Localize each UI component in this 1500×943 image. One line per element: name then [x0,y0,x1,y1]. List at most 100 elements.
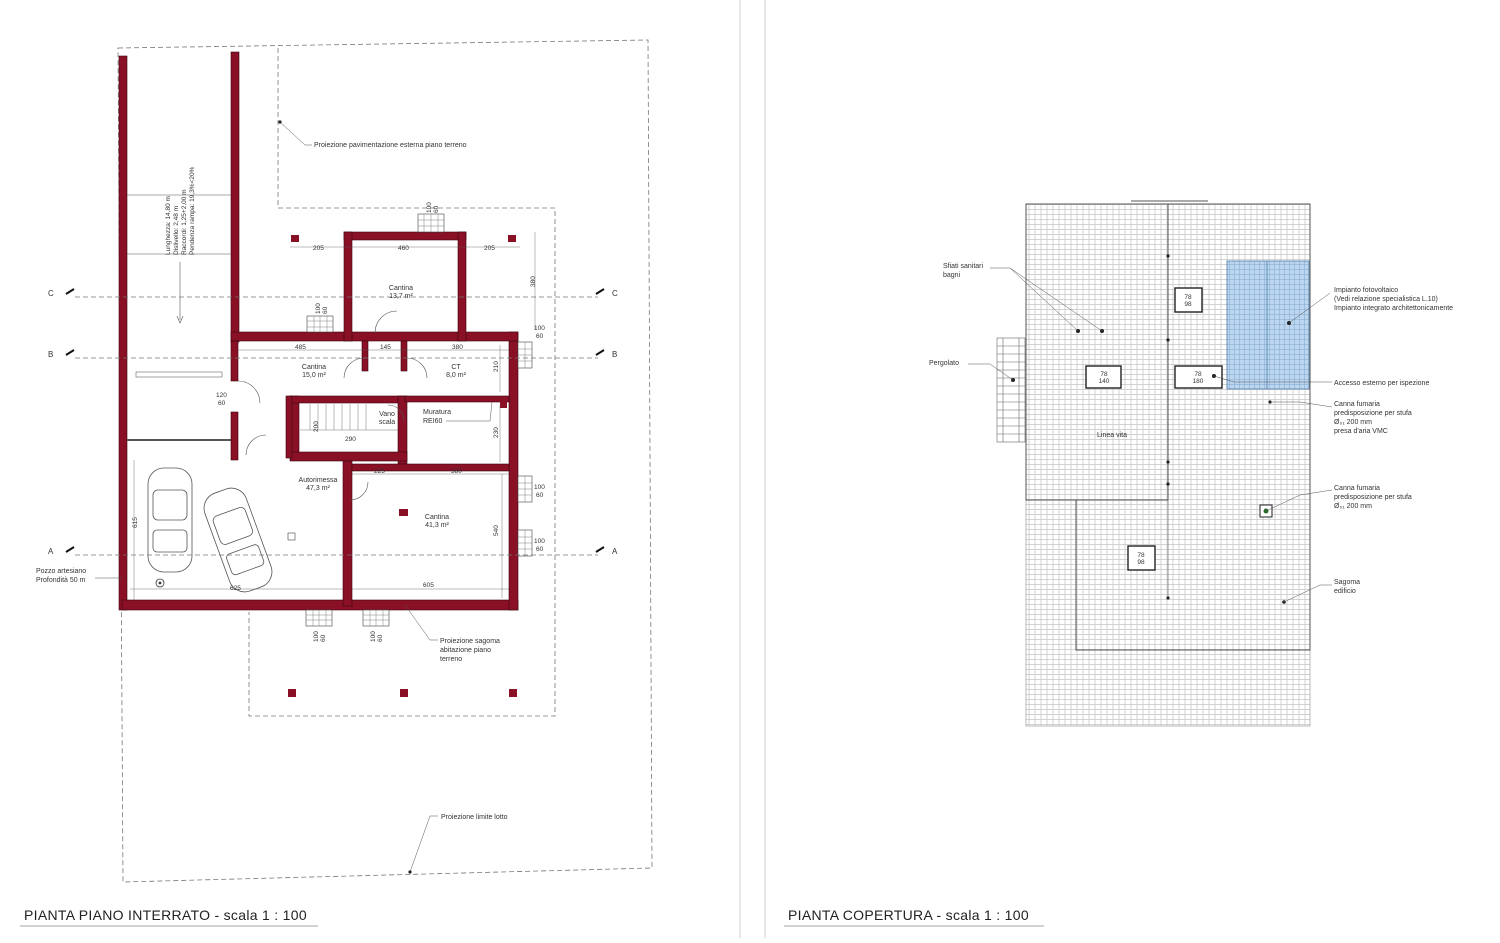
svg-text:Cantina: Cantina [302,364,326,371]
svg-text:98: 98 [1184,301,1192,308]
cantina-top-wall-n [343,231,467,241]
note-ext-paving: Proiezione pavimentazione esterna piano … [314,142,467,149]
svg-text:Autorimessa: Autorimessa [299,477,338,484]
cantina-big-wall-n [351,463,510,472]
svg-text:78: 78 [1194,371,1202,378]
svg-text:380: 380 [452,344,463,351]
section-b-right: B [612,350,617,359]
note-canna2-2: predisposizione per stufa [1334,494,1412,501]
dimension-texts: 205 460 205 380 485 145 380 210 230 200 … [132,202,545,642]
roof-plan: 78 98 78 140 78 180 78 98 [784,200,1453,927]
roof-leader-lines [968,267,1333,603]
basement-plan: C C B B A A Proiezione [20,39,653,927]
svg-text:615: 615 [132,517,139,528]
svg-text:Dislivello: 2,48 m: Dislivello: 2,48 m [173,206,180,255]
svg-text:460: 460 [398,245,409,252]
garage-wall-e [342,460,353,607]
muratura-wall [404,395,510,403]
section-b-left: B [48,350,53,359]
svg-text:200: 200 [313,421,320,432]
ramp-wall-left [118,55,128,611]
left-sheet-title: PIANTA PIANO INTERRATO - scala 1 : 100 [24,907,307,923]
well-symbol [155,578,165,588]
skylight-3: 78 180 [1174,365,1223,389]
svg-text:41,3 m²: 41,3 m² [425,522,449,529]
svg-text:60: 60 [377,634,384,642]
section-c-right: C [612,289,618,298]
svg-text:Pendenza rampa: 19,3%<20%: Pendenza rampa: 19,3%<20% [189,166,196,255]
note-canna1-3: Ø₀₁ 200 mm [1334,419,1372,426]
svg-text:205: 205 [313,245,324,252]
svg-text:100: 100 [534,484,545,491]
skylight-1: 78 98 [1174,287,1203,313]
svg-text:380: 380 [530,276,537,287]
svg-text:100: 100 [315,303,322,314]
svg-text:100: 100 [370,631,377,642]
section-c-left: C [48,289,54,298]
east-wall [508,331,519,611]
lot-boundary [117,39,653,883]
svg-text:47,3 m²: 47,3 m² [306,485,330,492]
cantina-top-wall-e [457,231,467,342]
svg-text:60: 60 [536,492,544,499]
skylight-2: 78 140 [1085,365,1122,389]
stair-treads [300,404,398,431]
note-pv-2: (Vedi relazione specialistica L.10) [1334,296,1438,303]
note-sagoma-3: terreno [440,656,462,663]
svg-text:60: 60 [322,306,329,314]
svg-text:13,7 m²: 13,7 m² [389,293,413,300]
note-well-2: Profondità 50 m [36,577,86,584]
svg-text:290: 290 [345,436,356,443]
paving-projection [248,48,556,717]
svg-text:8,0 m²: 8,0 m² [446,372,467,379]
svg-text:78: 78 [1184,294,1192,301]
column-marker [287,532,296,541]
svg-text:Vano: Vano [379,411,395,418]
note-canna2-1: Canna fumaria [1334,485,1380,492]
note-muratura-2: REI60 [423,418,443,425]
svg-text:scala: scala [379,419,395,426]
svg-text:78: 78 [1100,371,1108,378]
stair-wall-n [289,395,406,404]
partition-2 [400,340,408,372]
note-sagoma-1: Sagoma [1334,579,1360,586]
note-sfiati-2: bagni [943,272,961,279]
photovoltaic-panel [1226,260,1310,390]
note-well-1: Pozzo artesiano [36,568,86,575]
svg-text:78: 78 [1137,552,1145,559]
note-pv-3: Impianto integrato architettonicamente [1334,305,1453,312]
roof-west-pitch [1025,203,1169,501]
ramp-arrowhead [176,315,184,324]
section-a-right: A [612,547,618,556]
partition-1 [361,340,369,372]
note-linea-vita: Linea vita [1097,432,1127,439]
svg-text:625: 625 [230,585,241,592]
svg-text:230: 230 [493,427,500,438]
leader-lines [95,121,493,873]
note-sfiati-1: Sfiati sanitari [943,263,984,270]
right-sheet-title: PIANTA COPERTURA - scala 1 : 100 [788,907,1029,923]
svg-text:Cantina: Cantina [389,285,413,292]
south-wall [121,599,519,611]
section-a-left: A [48,547,54,556]
svg-text:180: 180 [1193,378,1204,385]
svg-text:540: 540 [493,525,500,536]
skylight-4: 78 98 [1127,545,1156,571]
note-lotto: Proiezione limite lotto [441,814,508,821]
svg-text:60: 60 [536,333,544,340]
room-labels: Cantina 13,7 m² Cantina 15,0 m² CT 8,0 m… [299,285,467,529]
ramp-wall-right [230,51,240,343]
svg-text:60: 60 [320,634,327,642]
svg-text:205: 205 [484,245,495,252]
svg-text:100: 100 [426,202,433,213]
note-sagoma-2: edificio [1334,588,1356,595]
note-canna2-3: Ø₀₁ 200 mm [1334,503,1372,510]
note-sagoma-1: Proiezione sagoma [440,638,500,645]
svg-text:225: 225 [374,468,385,475]
partition-3 [285,395,293,459]
note-canna1-2: predisposizione per stufa [1334,410,1412,417]
svg-text:485: 485 [295,344,306,351]
light-wells [305,213,533,627]
door-swings [237,310,428,501]
